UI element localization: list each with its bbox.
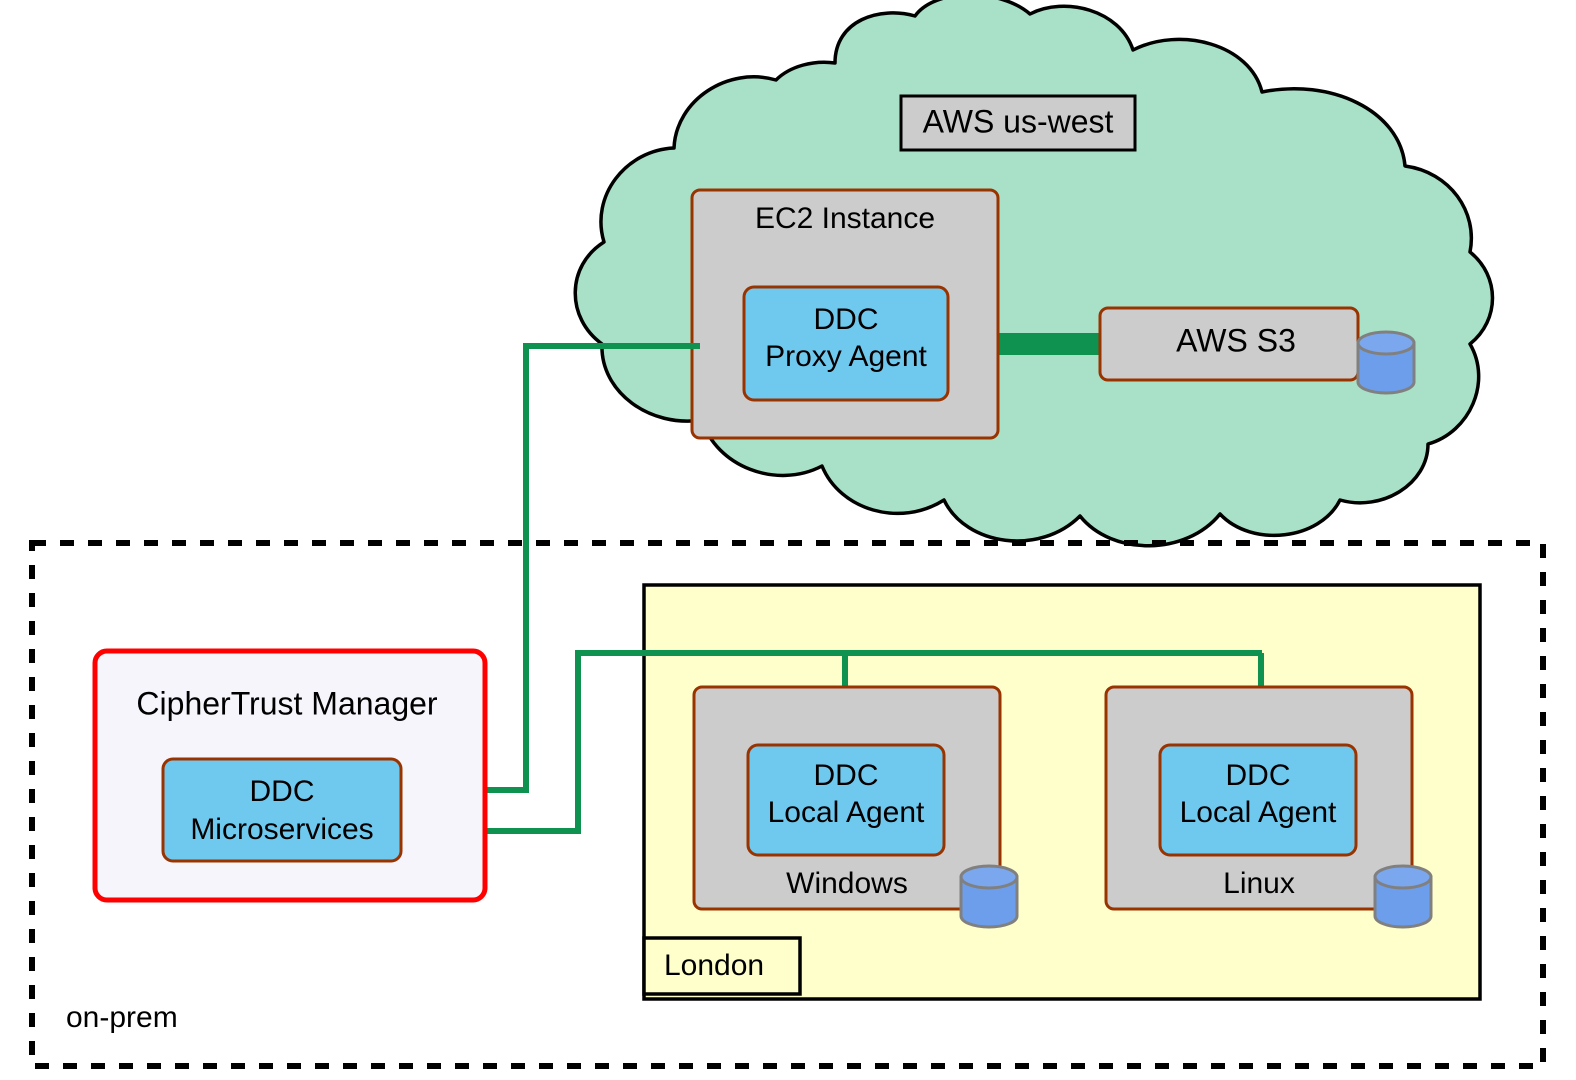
database-cylinder-icon-windows xyxy=(959,864,1019,929)
london-label-box: London xyxy=(642,936,802,996)
ddc-local-agent-linux-line2: Local Agent xyxy=(1180,796,1337,829)
on-prem-boundary: on-prem xyxy=(29,540,1546,1069)
aws-s3-box: AWS S3 xyxy=(1098,306,1360,382)
ciphertrust-manager-label: CipherTrust Manager xyxy=(136,685,438,721)
london-label: London xyxy=(664,949,764,982)
ddc-local-agent-windows-line1: DDC xyxy=(814,759,879,792)
ddc-local-agent-windows-line2: Local Agent xyxy=(768,796,925,829)
ddc-proxy-agent-label-line1: DDC xyxy=(814,303,879,336)
aws-s3-label: AWS S3 xyxy=(1176,322,1296,358)
ddc-microservices-box: DDC Microservices xyxy=(161,757,403,863)
ddc-local-agent-linux-line1: DDC xyxy=(1226,759,1291,792)
ddc-proxy-agent-box: DDC Proxy Agent xyxy=(742,285,950,402)
aws-region-label-box: AWS us-west xyxy=(899,94,1137,152)
ddc-proxy-agent-label-line2: Proxy Agent xyxy=(765,340,927,373)
ddc-microservices-line1: DDC xyxy=(250,775,315,808)
ddc-local-agent-windows-box: DDC Local Agent xyxy=(746,743,946,857)
ddc-microservices-line2: Microservices xyxy=(190,813,373,846)
database-cylinder-icon xyxy=(1356,330,1416,395)
linux-os-label: Linux xyxy=(1223,867,1295,900)
ec2-instance-label: EC2 Instance xyxy=(755,202,935,235)
database-cylinder-icon-linux xyxy=(1373,864,1433,929)
aws-region-label: AWS us-west xyxy=(923,103,1114,139)
windows-os-label: Windows xyxy=(786,867,908,900)
ddc-local-agent-linux-box: DDC Local Agent xyxy=(1158,743,1358,857)
on-prem-label: on-prem xyxy=(66,1001,178,1034)
